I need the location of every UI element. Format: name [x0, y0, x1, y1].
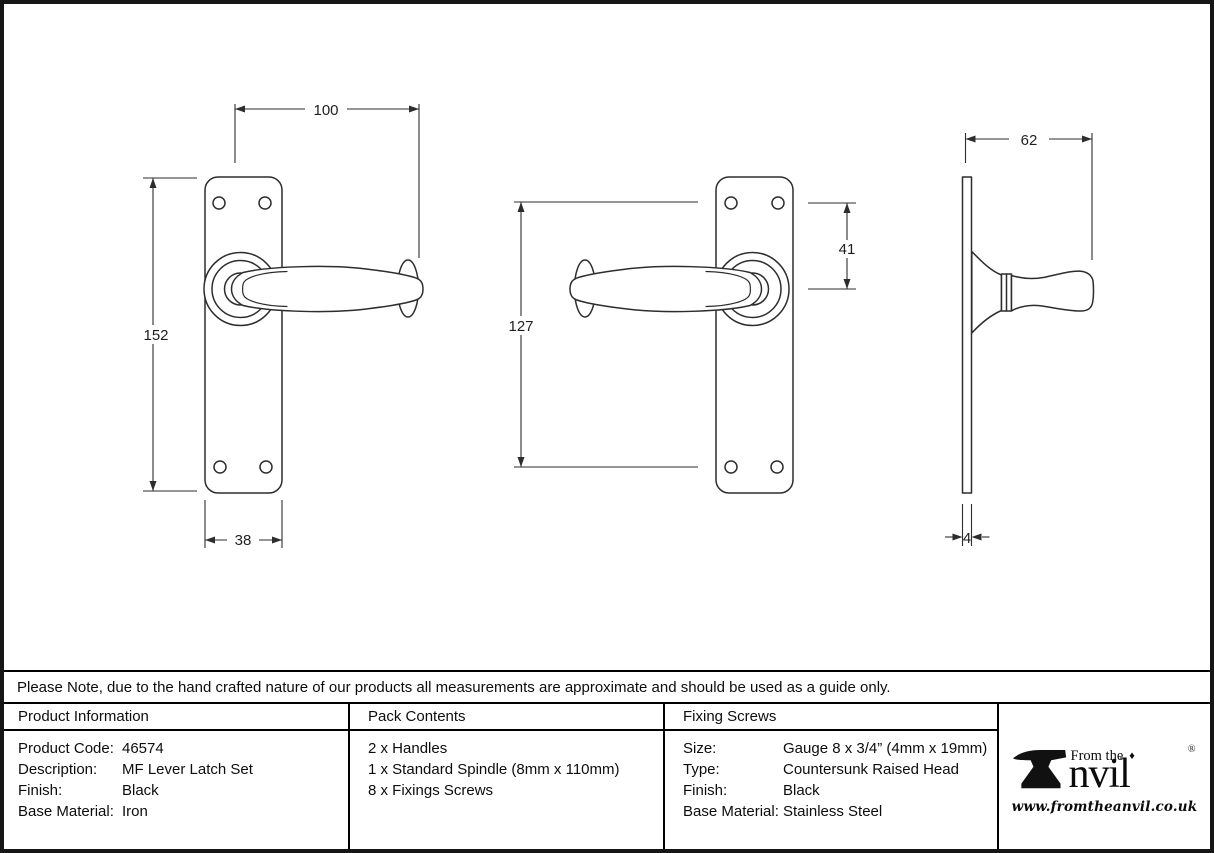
brand-logo-cell: From the ♦ ® nvil www.fromtheanvil.co.uk	[999, 704, 1210, 849]
dimension-label-handle-offset: 41	[839, 241, 856, 258]
screw-hole	[771, 196, 785, 210]
technical-drawings: 100 152 38 127 41 62 4	[137, 100, 1095, 549]
info-panel: Please Note, due to the hand crafted nat…	[4, 670, 1210, 849]
lever-neck-facet	[242, 270, 288, 308]
front-view-left-drawing	[569, 176, 794, 494]
spec-row: Finish: Black	[18, 780, 348, 801]
spec-row: Finish: Black	[683, 780, 997, 801]
logo-tagline: From the ♦	[1071, 748, 1135, 765]
lever-neck-facet	[705, 270, 751, 308]
spec-row: Base Material:Stainless Steel	[683, 801, 997, 822]
screw-hole	[259, 460, 273, 474]
fixing-screws-body: Size: Gauge 8 x 3/4” (4mm x 19mm) Type: Co…	[665, 731, 999, 849]
dimension-lines	[137, 100, 1093, 549]
screw-hole	[724, 196, 738, 210]
measurement-note: Please Note, due to the hand crafted nat…	[4, 670, 1210, 704]
screw-hole	[724, 460, 738, 474]
backplate-outline	[715, 176, 794, 494]
pack-contents-header: Pack Contents	[350, 704, 665, 731]
pack-item: 2 x Handles	[368, 740, 448, 757]
dimension-label-plate-width: 38	[235, 532, 252, 549]
pack-item: 1 x Standard Spindle (8mm x 110mm)	[368, 761, 620, 778]
anvil-icon	[1012, 749, 1066, 788]
registered-trademark-icon: ®	[1187, 743, 1196, 755]
rose-bell-profile	[971, 250, 1003, 334]
note-text: Please Note, due to the hand crafted nat…	[17, 678, 891, 696]
spec-label: Size:	[683, 740, 717, 757]
spec-row: Type: Countersunk Raised Head	[683, 759, 997, 780]
logo-tagline-text: From the	[1070, 747, 1124, 764]
spec-label: Product Code:	[18, 740, 114, 757]
dimension-label-plate-thickness: 4	[963, 530, 971, 547]
spec-row: Product Code: 46574	[18, 738, 348, 759]
backplate-outline	[204, 176, 283, 494]
spec-value: Iron	[122, 803, 148, 820]
side-view-drawing	[961, 176, 1095, 494]
spec-value: Stainless Steel	[783, 803, 883, 820]
spec-row: Base Material: Iron	[18, 801, 348, 822]
spec-label: Base Material:	[683, 803, 779, 820]
logo-brand-text: nvil	[1068, 750, 1131, 797]
screw-hole	[770, 460, 784, 474]
screw-hole	[213, 460, 227, 474]
logo-website: www.fromtheanvil.co.uk	[1011, 798, 1198, 815]
spec-table: Product Information Pack Contents Fixing…	[4, 704, 1210, 849]
screw-hole	[212, 196, 226, 210]
product-information-body: Product Code: 46574 Description: MF Lever …	[4, 731, 350, 849]
lever-grip	[230, 265, 424, 313]
spec-label: Finish:	[18, 782, 63, 799]
backplate-edge	[961, 176, 973, 494]
dimension-label-plate-height: 152	[143, 327, 168, 344]
lever-grip	[569, 265, 763, 313]
pack-contents-body: 2 x Handles 1 x Standard Spindle (8mm x …	[350, 731, 665, 849]
spec-value: 46574	[122, 740, 164, 757]
spec-row: Size: Gauge 8 x 3/4” (4mm x 19mm)	[683, 738, 997, 759]
technical-drawing-area: 100 152 38 127 41 62 4	[4, 4, 1210, 670]
diamond-icon: ♦	[1129, 749, 1135, 762]
dimension-label-handle-length: 100	[313, 102, 338, 119]
spec-label: Base Material:	[18, 803, 114, 820]
spec-value: Gauge 8 x 3/4” (4mm x 19mm)	[783, 740, 988, 757]
spec-label: Type:	[683, 761, 720, 778]
front-view-right-drawing	[203, 176, 424, 494]
dimension-label-screw-spacing: 127	[508, 318, 533, 335]
spec-label: Description:	[18, 761, 98, 778]
dimension-labels: 100 152 38 127 41 62 4	[143, 102, 1037, 549]
spec-value: MF Lever Latch Set	[122, 761, 253, 778]
spec-value: Countersunk Raised Head	[783, 761, 959, 778]
fixing-screws-header: Fixing Screws	[665, 704, 999, 731]
spec-label: Finish:	[683, 782, 728, 799]
spec-value: Black	[122, 782, 159, 799]
brand-logo: From the ♦ ® nvil www.fromtheanvil.co.uk	[1012, 743, 1198, 822]
screw-hole	[258, 196, 272, 210]
spec-value: Black	[783, 782, 820, 799]
pack-item: 8 x Fixings Screws	[368, 782, 494, 799]
lever-side-profile	[1010, 270, 1095, 312]
product-information-header: Product Information	[4, 704, 350, 731]
dimension-label-projection: 62	[1021, 132, 1038, 149]
spec-row: Description: MF Lever Latch Set	[18, 759, 348, 780]
